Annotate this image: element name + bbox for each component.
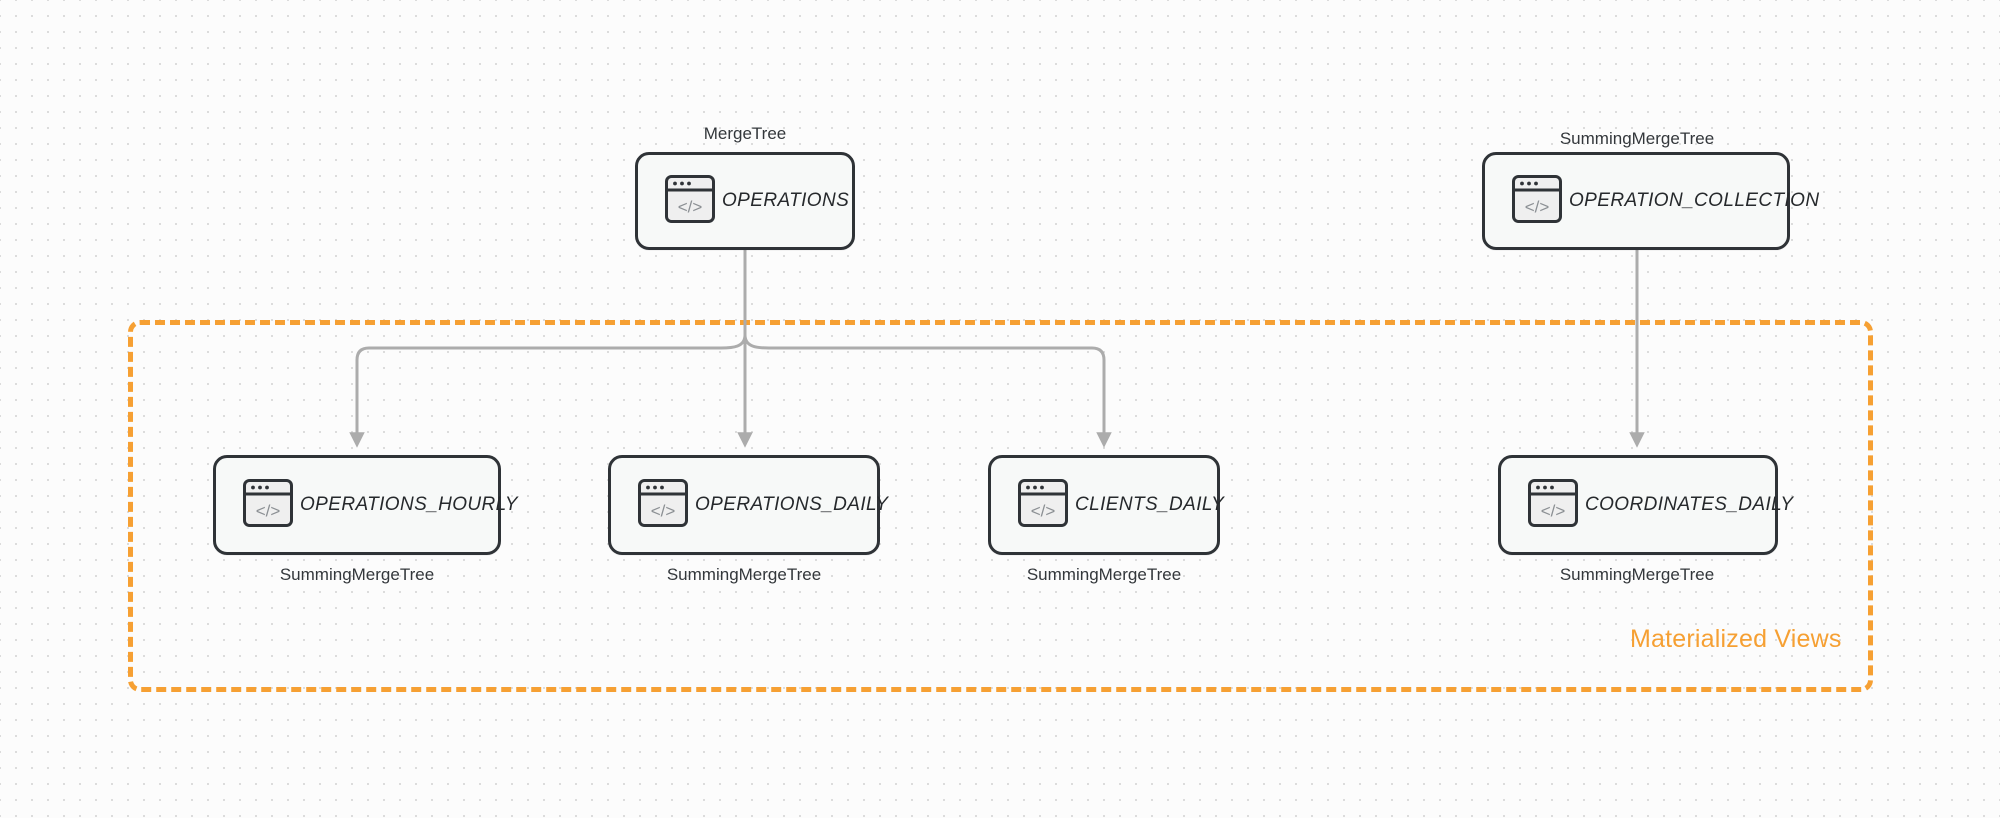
node-operations[interactable]: </> OPERATIONS [635, 152, 855, 250]
node-label-operations: OPERATIONS [722, 190, 850, 211]
node-label-operation-collection: OPERATION_COLLECTION [1569, 190, 1820, 211]
code-window-icon: </> [1527, 478, 1579, 533]
svg-text:</>: </> [1525, 197, 1550, 216]
svg-text:</>: </> [1031, 501, 1056, 520]
code-window-icon: </> [242, 478, 294, 533]
node-clients-daily[interactable]: </> CLIENTS_DAILY [988, 455, 1224, 555]
svg-text:</>: </> [651, 501, 676, 520]
engine-label-operations-daily: SummingMergeTree [666, 565, 822, 584]
code-window-icon: </> [664, 174, 716, 229]
code-window-icon: </> [1511, 174, 1563, 229]
node-label-coordinates-daily: COORDINATES_DAILY [1585, 494, 1794, 515]
node-label-clients-daily: CLIENTS_DAILY [1075, 494, 1225, 515]
node-label-operations-hourly: OPERATIONS_HOURLY [300, 494, 518, 515]
node-operation-collection[interactable]: </> OPERATION_COLLECTION [1482, 152, 1819, 250]
svg-text:</>: </> [256, 501, 281, 520]
svg-text:</>: </> [1541, 501, 1566, 520]
materialized-views-group-label: Materialized Views [1630, 625, 1842, 653]
code-window-icon: </> [1017, 478, 1069, 533]
engine-label-operation-collection: SummingMergeTree [1559, 129, 1715, 148]
node-operations-daily[interactable]: </> OPERATIONS_DAILY [608, 455, 888, 555]
engine-label-coordinates-daily: SummingMergeTree [1559, 565, 1715, 584]
node-operations-hourly[interactable]: </> OPERATIONS_HOURLY [213, 455, 518, 555]
engine-label-clients-daily: SummingMergeTree [1026, 565, 1182, 584]
engine-label-operations: MergeTree [703, 124, 787, 143]
node-label-operations-daily: OPERATIONS_DAILY [695, 494, 889, 515]
svg-text:</>: </> [678, 197, 703, 216]
node-coordinates-daily[interactable]: </> COORDINATES_DAILY [1498, 455, 1793, 555]
materialized-views-group [128, 320, 1873, 692]
code-window-icon: </> [637, 478, 689, 533]
engine-label-operations-hourly: SummingMergeTree [279, 565, 435, 584]
